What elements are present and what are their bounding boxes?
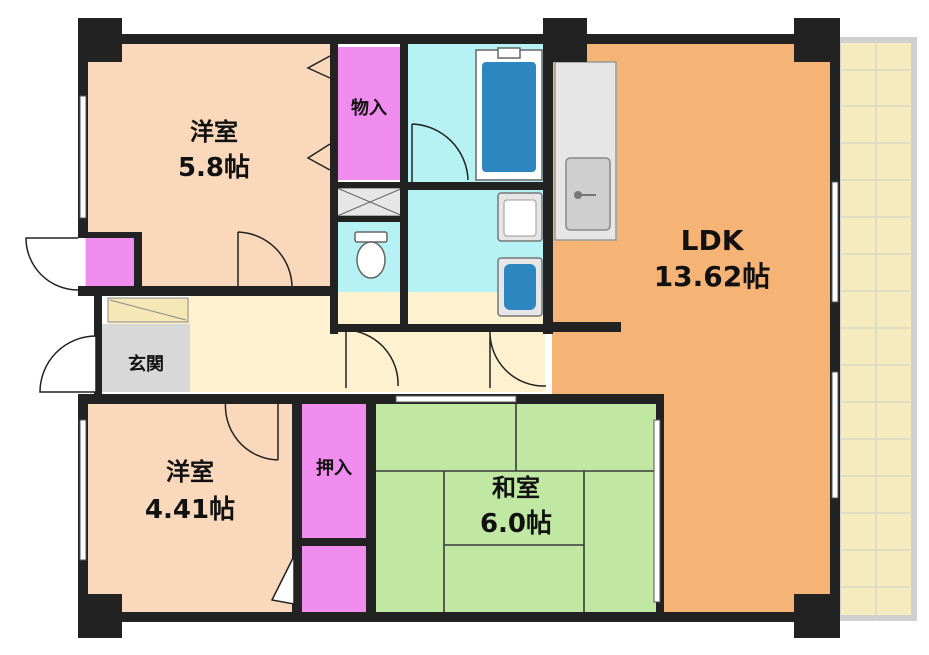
japanese-name: 和室 <box>492 474 540 502</box>
ldk-size: 13.62帖 <box>654 260 771 293</box>
shoe-storage <box>86 236 134 286</box>
ldk-name: LDK <box>681 224 745 257</box>
windows <box>79 95 839 603</box>
room-storage-top <box>335 47 402 180</box>
western-top-name: 洋室 <box>190 118 238 146</box>
kitchen-counter <box>554 61 617 241</box>
closet-name: 押入 <box>316 457 352 479</box>
room-closet <box>300 404 366 538</box>
balcony <box>835 37 917 621</box>
washbasin <box>497 192 543 242</box>
storage-top-name: 物入 <box>351 97 387 119</box>
hall <box>190 292 545 392</box>
room-closet-lower <box>300 546 366 612</box>
japanese-size: 6.0帖 <box>480 509 552 539</box>
western-bottom-name: 洋室 <box>166 458 214 486</box>
walls <box>78 18 840 638</box>
doors <box>25 55 547 605</box>
entrance-name: 玄関 <box>128 353 164 375</box>
room-entrance <box>100 324 190 392</box>
western-top-size: 5.8帖 <box>178 153 250 183</box>
shelf-hatch <box>336 187 404 217</box>
room-western-bottom <box>86 402 293 612</box>
washing-machine <box>497 257 543 317</box>
toilet <box>354 231 388 279</box>
western-bottom-size: 4.41帖 <box>145 495 235 525</box>
bathtub <box>475 47 543 181</box>
entrance-storage <box>107 297 189 323</box>
tatami-lines <box>374 404 658 612</box>
